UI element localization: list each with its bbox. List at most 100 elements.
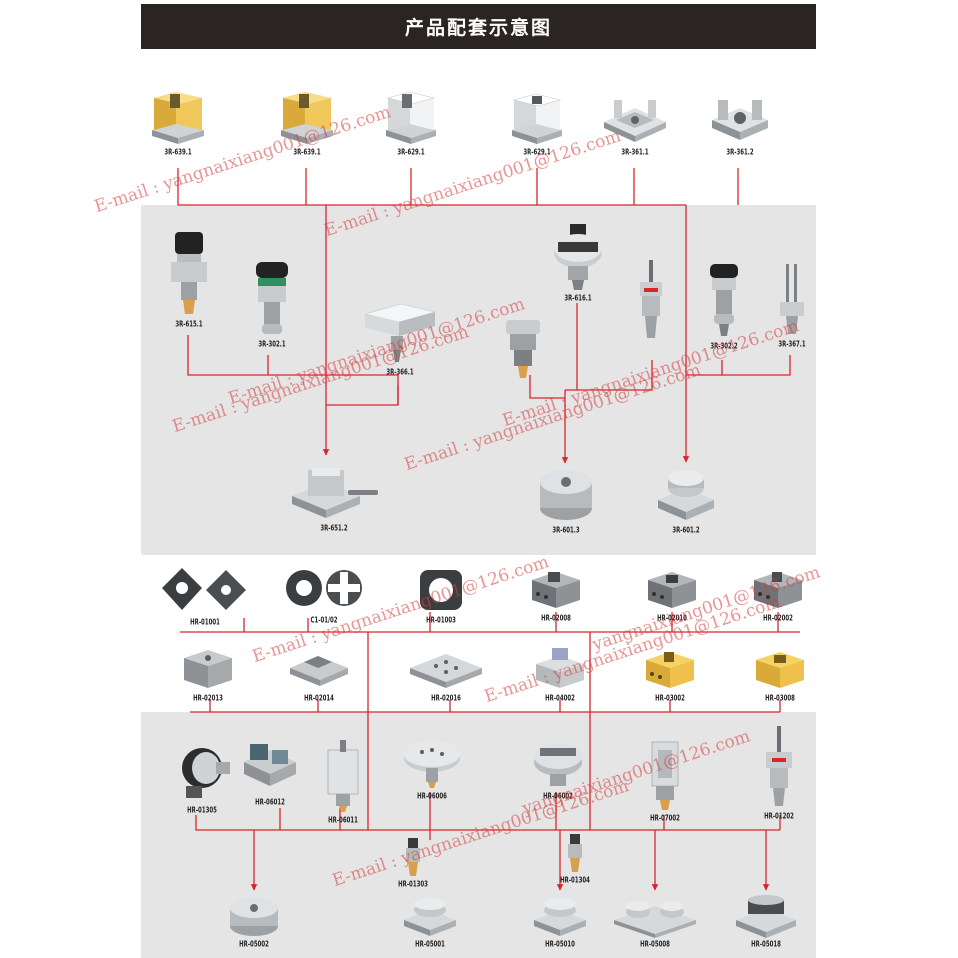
product-code: HR-02008 bbox=[541, 613, 571, 624]
product-code: HR-05002 bbox=[239, 939, 269, 950]
product-code: HR-01303 bbox=[398, 879, 428, 890]
product-hr-01303: HR-01303 bbox=[398, 836, 428, 890]
square-chuck-icon bbox=[736, 895, 796, 938]
product-code: C1-01/02 bbox=[310, 615, 338, 626]
product-3r-651-2: 3R-651.2 bbox=[288, 462, 380, 534]
product-3r-639-1-b: 3R-639.1 bbox=[275, 86, 339, 158]
product-code: 3R-361.1 bbox=[621, 147, 649, 158]
plate-holder-icon bbox=[604, 100, 666, 142]
product-3r-639-1-a: 3R-639.1 bbox=[146, 86, 210, 158]
product-hr-03002: HR-03002 bbox=[642, 646, 698, 703]
product-3r-302-1: 3R-302.1 bbox=[248, 258, 296, 350]
gold-block-holder-icon bbox=[281, 92, 333, 144]
product-code: HR-07002 bbox=[650, 813, 680, 824]
page-title: 产品配套示意图 bbox=[404, 17, 552, 39]
product-electrode-holder bbox=[500, 318, 546, 385]
product-3r-629-1-a: 3R-629.1 bbox=[380, 86, 442, 158]
product-hr-02016: HR-02016 bbox=[406, 646, 486, 704]
vise-icon bbox=[244, 744, 296, 786]
product-3r-616-1: 3R-616.1 bbox=[548, 222, 608, 304]
product-code: 3R-629.1 bbox=[397, 147, 425, 158]
product-code: HR-06012 bbox=[255, 797, 285, 808]
product-hr-01003: HR-01003 bbox=[416, 566, 466, 625]
product-code: HR-02010 bbox=[657, 613, 687, 624]
product-code: HR-06002 bbox=[543, 791, 573, 802]
gold-block-holder-icon bbox=[152, 92, 204, 144]
product-hr-02013: HR-02013 bbox=[178, 646, 238, 704]
product-3r-361-2: 3R-361.2 bbox=[708, 86, 772, 158]
square-block-icon bbox=[184, 650, 232, 688]
product-hr-07002: HR-07002 bbox=[642, 740, 688, 824]
flat-block-holder-icon bbox=[364, 303, 436, 362]
product-code: HR-05001 bbox=[415, 939, 445, 950]
product-hr-05001: HR-05001 bbox=[402, 894, 458, 950]
product-hr-05008: HR-05008 bbox=[612, 894, 698, 950]
gold-square-block-icon bbox=[756, 652, 804, 688]
round-table-icon bbox=[404, 741, 460, 788]
product-code: 3R-616.1 bbox=[564, 293, 592, 304]
product-hr-02010: HR-02010 bbox=[644, 566, 700, 624]
product-code: HR-01305 bbox=[187, 805, 217, 816]
product-hr-02014: HR-02014 bbox=[286, 646, 352, 703]
product-code: HR-02016 bbox=[431, 693, 461, 704]
product-code: 3R-361.2 bbox=[726, 147, 754, 158]
product-hr-01001: HR-01001 bbox=[160, 566, 250, 628]
product-code: 3R-615.1 bbox=[175, 319, 203, 330]
product-hr-05018: HR-05018 bbox=[734, 894, 798, 950]
cross-plate-icon bbox=[286, 570, 362, 606]
product-hr-06011: HR-06011 bbox=[322, 738, 364, 826]
product-hr-02008: HR-02008 bbox=[528, 566, 584, 624]
product-3r-366-1: 3R-366.1 bbox=[361, 296, 439, 377]
gold-slot-block-icon bbox=[646, 652, 694, 688]
square-chuck-icon bbox=[658, 470, 714, 520]
product-3r-601-3: 3R-601.3 bbox=[536, 466, 596, 536]
electrode-pin-icon bbox=[406, 838, 420, 876]
product-code: 3R-302.2 bbox=[710, 341, 738, 352]
product-code: HR-05010 bbox=[545, 939, 575, 950]
product-code: HR-01304 bbox=[560, 875, 590, 886]
collet-chuck-icon bbox=[256, 262, 288, 334]
flat-plate-icon bbox=[290, 656, 348, 686]
product-code: HR-02013 bbox=[193, 693, 223, 704]
ring-plate-icon bbox=[420, 570, 462, 610]
double-chuck-icon bbox=[614, 901, 696, 938]
cross-plate-icon bbox=[162, 568, 246, 610]
product-code: 3R-639.1 bbox=[164, 147, 192, 158]
product-code: HR-06006 bbox=[417, 791, 447, 802]
product-hr-01305: HR-01305 bbox=[172, 740, 232, 816]
grid-plate-icon bbox=[410, 654, 482, 688]
product-c1-01-02: C1-01/02 bbox=[284, 566, 364, 626]
product-code: HR-01001 bbox=[190, 617, 220, 628]
product-code: HR-05018 bbox=[751, 939, 781, 950]
block-holder-icon bbox=[327, 740, 359, 812]
product-code: HR-03008 bbox=[765, 693, 795, 704]
product-hr-01202: HR-01202 bbox=[758, 724, 800, 821]
product-code: 3R-601.3 bbox=[552, 525, 580, 536]
vertical-holder-icon bbox=[651, 741, 679, 810]
vise-chuck-icon bbox=[292, 468, 378, 518]
product-code: HR-06011 bbox=[328, 815, 358, 826]
product-pin-holder bbox=[630, 258, 672, 345]
product-3r-361-1: 3R-361.1 bbox=[600, 86, 670, 158]
product-3r-367-1: 3R-367.1 bbox=[772, 262, 812, 349]
product-code: 3R-302.1 bbox=[258, 339, 286, 350]
product-code: 3R-651.2 bbox=[320, 523, 348, 534]
pin-holder-icon bbox=[766, 726, 792, 806]
plate-holder-icon bbox=[712, 100, 768, 140]
electrode-pin-icon bbox=[568, 834, 582, 872]
product-code: 3R-639.1 bbox=[293, 147, 321, 158]
product-hr-06002: HR-06002 bbox=[530, 736, 586, 802]
round-chuck-icon bbox=[230, 898, 278, 936]
square-chuck-icon bbox=[534, 898, 586, 936]
slot-block-icon bbox=[532, 572, 580, 608]
pin-holder-icon bbox=[640, 260, 662, 338]
product-code: 3R-601.2 bbox=[672, 525, 700, 536]
product-code: HR-02002 bbox=[763, 613, 793, 624]
product-hr-01304: HR-01304 bbox=[560, 832, 590, 886]
product-hr-06012: HR-06012 bbox=[240, 736, 300, 808]
product-code: 3R-629.1 bbox=[523, 147, 551, 158]
product-code: HR-05008 bbox=[640, 939, 670, 950]
product-hr-04002: HR-04002 bbox=[530, 646, 590, 703]
